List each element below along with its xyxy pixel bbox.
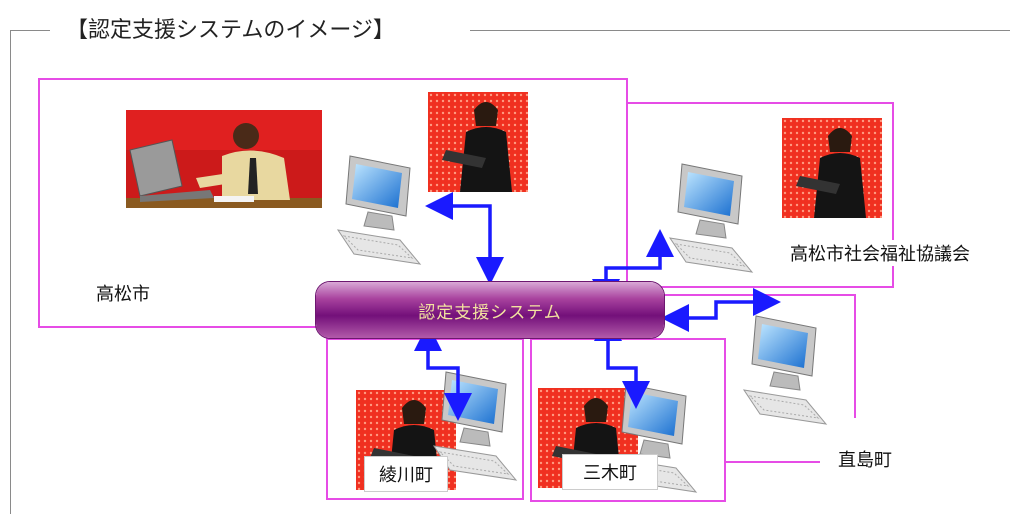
woman-image-council (782, 118, 882, 218)
council-box (626, 102, 894, 288)
frame-top-right (470, 30, 1010, 31)
frame-left (10, 30, 11, 514)
computer-naoshima (743, 315, 827, 425)
label-council: 高松市社会福祉協議会 (790, 240, 970, 266)
arrow-ayagawa (414, 323, 472, 421)
certification-support-system: 認定支援システム (316, 282, 664, 338)
frame-top-left (10, 30, 50, 31)
label-miki: 三木町 (562, 454, 658, 490)
arrow-naoshima (661, 288, 781, 332)
label-ayagawa: 綾川町 (364, 456, 448, 492)
label-takamatsu: 高松市 (96, 284, 150, 305)
diagram-title: 【認定支援システムのイメージ】 (60, 12, 401, 44)
woman-image-takamatsu (428, 92, 528, 192)
computer-takamatsu (337, 155, 421, 265)
system-label: 認定支援システム (418, 302, 562, 323)
arrow-takamatsu (425, 192, 504, 285)
arrow-miki (594, 313, 650, 409)
label-naoshima: 直島町 (838, 450, 892, 471)
man-at-desk-image (126, 110, 322, 208)
computer-council (669, 163, 753, 273)
